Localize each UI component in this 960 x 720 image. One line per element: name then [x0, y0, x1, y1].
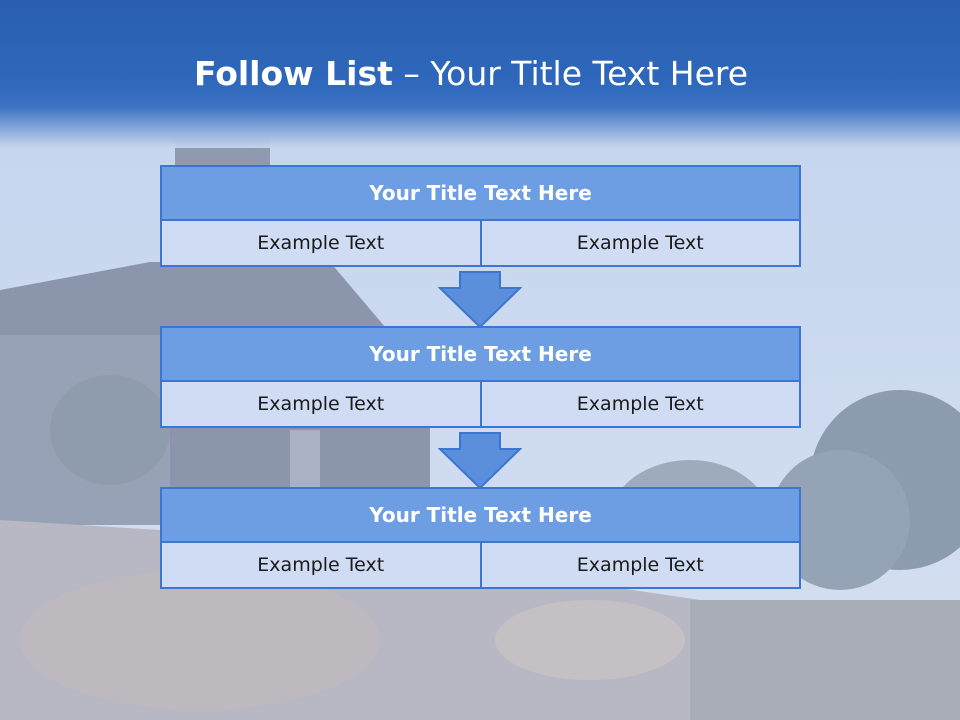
slide-title-rest: – Your Title Text Here — [392, 54, 749, 93]
down-arrow-icon — [438, 432, 522, 490]
step-cell-right[interactable]: Example Text — [479, 541, 801, 589]
step-cell-right[interactable]: Example Text — [479, 380, 801, 428]
step-row: Example Text Example Text — [160, 219, 801, 267]
step-row: Example Text Example Text — [160, 380, 801, 428]
step-title[interactable]: Your Title Text Here — [160, 487, 801, 543]
step-title[interactable]: Your Title Text Here — [160, 326, 801, 382]
slide-title-bold: Follow List — [193, 54, 393, 93]
step-cell-right[interactable]: Example Text — [479, 219, 801, 267]
slide-title: Follow List – Your Title Text Here — [0, 54, 942, 93]
step-box-2: Your Title Text Here Example Text Exampl… — [160, 326, 801, 428]
step-box-3: Your Title Text Here Example Text Exampl… — [160, 487, 801, 589]
down-arrow-icon — [438, 271, 522, 329]
step-box-1: Your Title Text Here Example Text Exampl… — [160, 165, 801, 267]
step-title[interactable]: Your Title Text Here — [160, 165, 801, 221]
step-cell-left[interactable]: Example Text — [160, 541, 482, 589]
title-banner — [0, 0, 960, 148]
step-row: Example Text Example Text — [160, 541, 801, 589]
step-cell-left[interactable]: Example Text — [160, 219, 482, 267]
step-cell-left[interactable]: Example Text — [160, 380, 482, 428]
